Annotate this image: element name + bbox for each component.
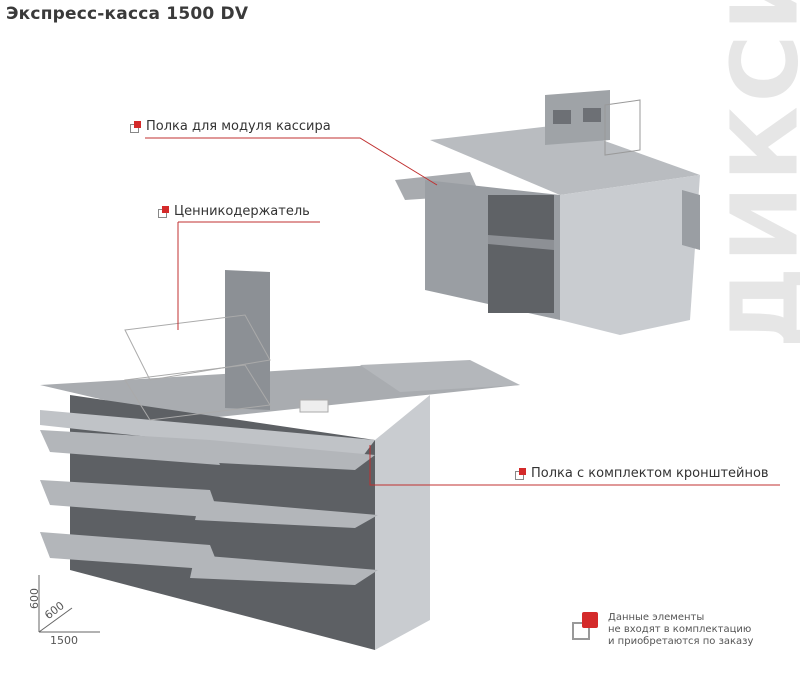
note-line: не входят в комплектацию <box>608 624 752 635</box>
callout-label: Полка для модуля кассира <box>146 119 331 134</box>
front-checkout-unit <box>40 270 520 650</box>
optional-item-icon <box>572 612 600 640</box>
back-checkout-unit <box>395 90 700 335</box>
note-line: и приобретаются по заказу <box>608 636 754 647</box>
note-line: Данные элементы <box>608 612 705 623</box>
callout-label: Ценникодержатель <box>174 204 310 219</box>
callout-line-bracket <box>369 445 780 486</box>
optional-item-icon <box>130 121 142 133</box>
dimension-height: 600 <box>28 588 41 609</box>
dimension-axes <box>38 575 100 633</box>
optional-item-icon <box>158 206 170 218</box>
callout-price-holder: Ценникодержатель <box>158 204 310 219</box>
optional-item-icon <box>515 468 527 480</box>
callout-bracket-shelf: Полка с комплектом кронштейнов <box>515 466 769 481</box>
optional-items-note: Данные элементы не входят в комплектацию… <box>572 612 753 648</box>
page-title: Экспресс-касса 1500 DV <box>6 4 249 24</box>
dimension-width: 1500 <box>50 634 78 647</box>
callout-label: Полка с комплектом кронштейнов <box>531 466 769 481</box>
callout-cashier-shelf: Полка для модуля кассира <box>130 119 331 134</box>
callout-line-cashier <box>145 137 438 186</box>
